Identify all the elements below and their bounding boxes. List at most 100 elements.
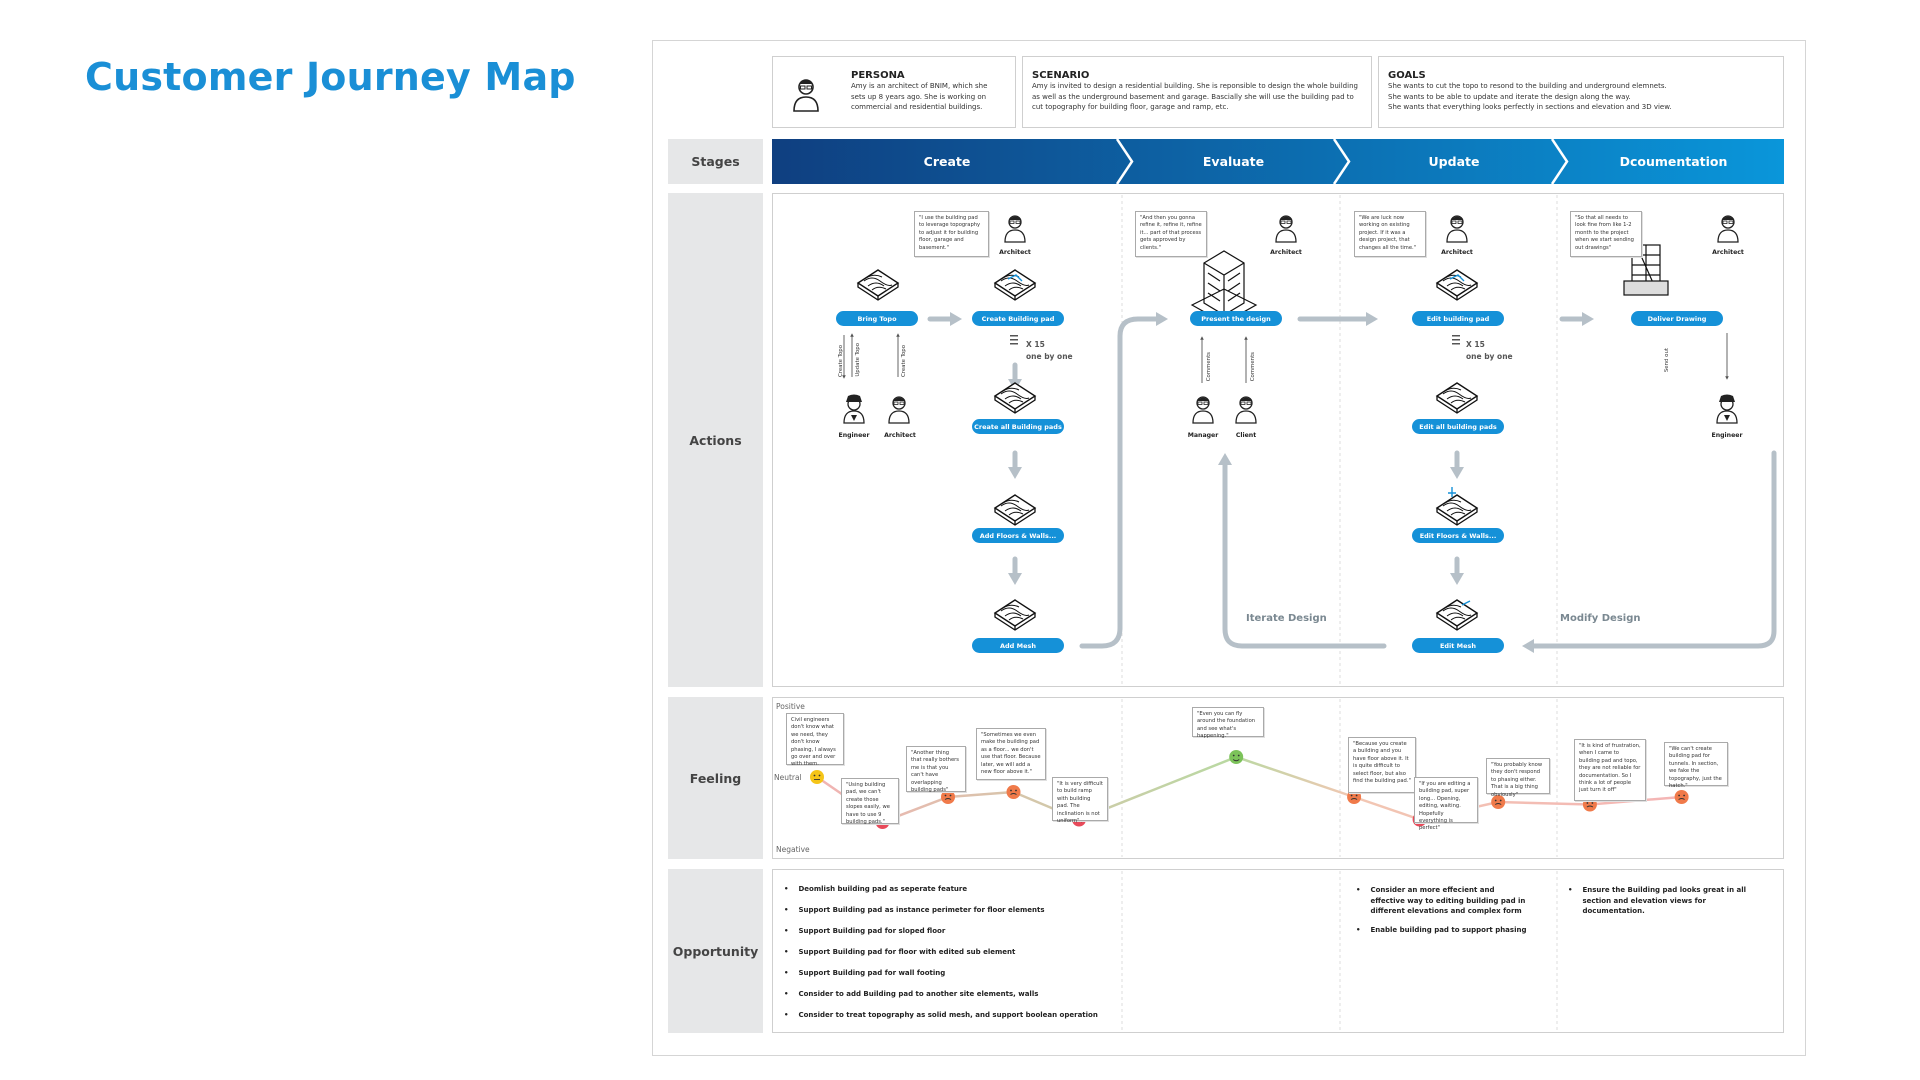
architect-icon (1446, 215, 1468, 243)
action-deliver-drawing: Deliver Drawing (1631, 311, 1723, 326)
actions-diagram (842, 195, 1777, 685)
action-create-all-building-pads: Create all Building pads (972, 419, 1064, 434)
engineer-icon (1716, 393, 1738, 424)
opportunity-item: Consider to treat topography as solid me… (784, 1011, 1097, 1019)
row-label-stages: Stages (668, 139, 763, 184)
scenario-heading: SCENARIO (1032, 70, 1090, 81)
repeat-count: X 15 (1466, 340, 1485, 349)
arrow-label: Update Topo (855, 343, 861, 377)
persona-text: Amy is an architect of BNIM, which she s… (851, 82, 988, 111)
arrow-label: Comments (1250, 352, 1256, 382)
feeling-negative-label: Negative (776, 845, 810, 854)
person-label: Architect (999, 249, 1031, 256)
action-edit-all-building-pads: Edit all building pads (1412, 419, 1504, 434)
scenario-card: SCENARIO Amy is invited to design a resi… (1022, 56, 1372, 128)
manager-icon (1192, 396, 1214, 424)
row-label-feeling: Feeling (668, 697, 763, 859)
architect-icon (888, 396, 910, 424)
feeling-quote: "You probably know they don't respond to… (1486, 758, 1550, 798)
person-label: Architect (884, 432, 916, 439)
feeling-quote: "We can't create building pad for tunnel… (1664, 742, 1728, 789)
stage-update: Update (1428, 154, 1480, 169)
opportunity-item: Support Building pad for wall footing (784, 969, 945, 977)
feeling-quote: "If you are editing a building pad, supe… (1414, 777, 1478, 831)
stage-create: Create (923, 154, 971, 169)
action-create-building-pad: Create Building pad (972, 311, 1064, 326)
feeling-quote: "Another thing that really bothers me is… (906, 746, 966, 793)
opportunity-item: •Ensure the Building pad looks great in … (1568, 886, 1747, 915)
quote-box: "And then you gonna refine it, refine it… (1135, 211, 1207, 257)
repeat-label: X 15 one by one (1466, 339, 1513, 363)
topo-icon (994, 382, 1036, 414)
emotion-face-icon (1006, 785, 1021, 799)
architect-icon (1275, 215, 1297, 243)
person-label: Engineer (1711, 432, 1743, 439)
action-add-floors-walls: Add Floors & Walls... (972, 528, 1064, 543)
row-label-opportunity: Opportunity (668, 869, 763, 1033)
topo-icon (994, 269, 1036, 301)
goals-heading: GOALS (1388, 70, 1426, 81)
page-title: Customer Journey Map (85, 55, 576, 99)
topo-icon (1436, 494, 1478, 526)
repeat-sub: one by one (1466, 352, 1513, 361)
stages-bar (772, 139, 1784, 184)
row-label-actions: Actions (668, 193, 763, 687)
architect-avatar-icon (789, 75, 823, 113)
repeat-sub: one by one (1026, 352, 1073, 361)
emotion-face-icon (1229, 750, 1244, 764)
opportunity-item: Support Building pad as instance perimet… (784, 906, 1044, 914)
feeling-quote: "Sometimes we even make the building pad… (976, 728, 1046, 780)
action-edit-building-pad: Edit building pad (1412, 311, 1504, 326)
opportunity-item: •Consider an more effecient and effectiv… (1356, 886, 1526, 915)
stage-evaluate: Evaluate (1202, 154, 1265, 169)
goal-line: She wants that everything looks perfectl… (1388, 103, 1672, 111)
opportunity-dividers (1121, 871, 1558, 1031)
action-add-mesh: Add Mesh (972, 638, 1064, 653)
topo-icon (1436, 382, 1478, 414)
actions-panel (772, 193, 1784, 687)
opportunity-item: Deomlish building pad as seperate featur… (784, 885, 967, 893)
arrow-label: Create Topo (838, 345, 844, 378)
opportunity-item: Support Building pad for sloped floor (784, 927, 945, 935)
action-bring-topo: Bring Topo (836, 311, 918, 326)
arrow-label: Send out (1664, 348, 1670, 373)
architect-icon (1717, 215, 1739, 243)
arrow-label: Create Topo (901, 345, 907, 378)
loop-label-modify: Modify Design (1560, 613, 1641, 624)
goal-line: She wants to be able to update and itera… (1388, 92, 1631, 101)
building-icon (1190, 250, 1258, 324)
feeling-quote: "Even you can fly around the foundation … (1192, 707, 1264, 739)
client-icon (1235, 396, 1257, 424)
emotion-face-icon (810, 770, 824, 784)
feeling-quote: "It is kind of frustration, when I came … (1574, 739, 1646, 801)
quote-box: "We are luck now working on existing pro… (1354, 211, 1426, 257)
emotion-face-icon (1491, 795, 1506, 809)
persona-card: PERSONA Amy is an architect of BNIM, whi… (772, 56, 1016, 128)
topo-icon (994, 599, 1036, 631)
emotion-face-icon (941, 790, 955, 804)
topo-icon (1436, 599, 1478, 631)
repeat-label: X 15 one by one (1026, 339, 1073, 363)
architect-icon (1004, 215, 1026, 243)
topo-icon (1436, 269, 1478, 301)
emotion-face-icon (1347, 790, 1362, 804)
opportunity-item: Consider to add Building pad to another … (784, 990, 1038, 998)
emotion-face-icon (1582, 797, 1597, 812)
feeling-quote: "Because you create a building and you h… (1348, 737, 1416, 793)
person-label: Architect (1441, 249, 1473, 256)
engineer-icon (843, 393, 865, 424)
topo-icon (857, 269, 899, 301)
persona-heading: PERSONA (851, 70, 905, 81)
stage-documentation: Dcoumentation (1619, 154, 1728, 169)
person-label: Engineer (838, 432, 870, 439)
action-present-design: Present the design (1190, 311, 1282, 326)
person-label: Manager (1187, 432, 1219, 439)
goals-text: She wants to cut the topo to resond to t… (1388, 81, 1778, 113)
action-edit-mesh: Edit Mesh (1412, 638, 1504, 653)
emotion-face-icon (1674, 790, 1689, 804)
arrow-label: Comments (1206, 352, 1212, 382)
scenario-text: Amy is invited to design a residential b… (1032, 82, 1358, 111)
person-label: Client (1235, 432, 1257, 439)
feeling-quote: Civil engineers don't know what we need,… (786, 713, 844, 767)
feeling-quote: "Using building pad, we can't create tho… (841, 778, 899, 825)
